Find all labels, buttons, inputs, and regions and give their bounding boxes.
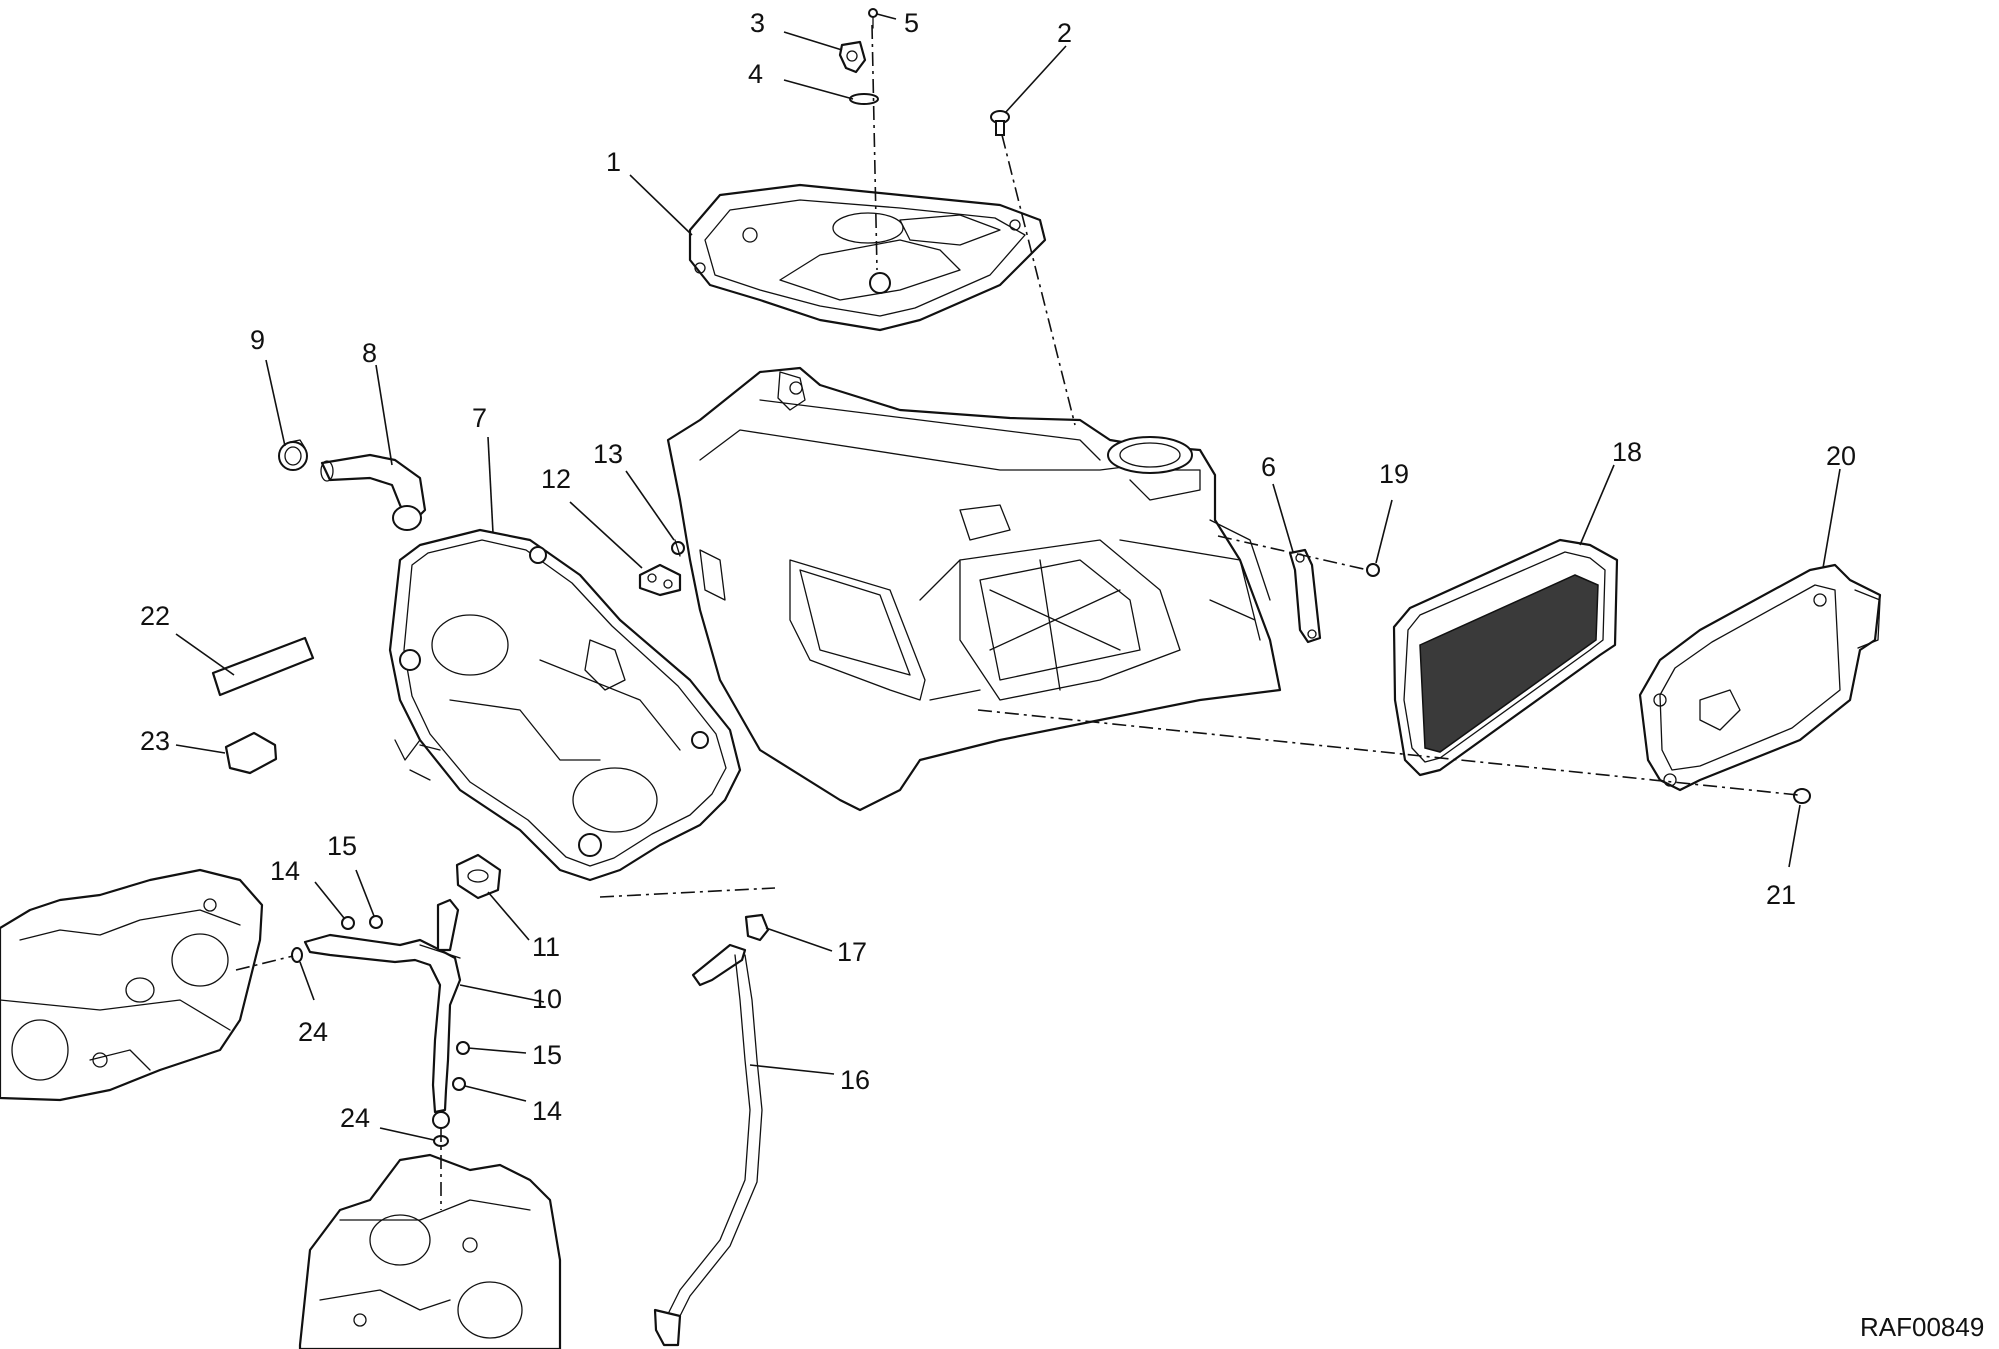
part-15-screw-lower (456, 1041, 470, 1055)
callout-23: 23 (140, 726, 170, 756)
callout-24-lower: 24 (340, 1103, 370, 1133)
callout-21: 21 (1766, 880, 1796, 910)
part-21-screw (1793, 788, 1811, 804)
part-16-drain-hose (653, 943, 763, 1347)
part-15-screw-upper (369, 915, 383, 929)
part-10-breather-pipe (303, 898, 462, 1129)
callout-3: 3 (750, 8, 765, 38)
assembly-centerlines (235, 24, 1799, 1210)
cylinder-head-left (0, 868, 264, 1102)
part-9-clamp (278, 439, 308, 471)
callout-8: 8 (362, 338, 377, 368)
part-20-filter-cover (1638, 563, 1882, 792)
callout-17: 17 (837, 937, 867, 967)
part-11-grommet (455, 853, 502, 900)
callout-14-lower: 14 (532, 1096, 562, 1126)
part-22-pad (211, 636, 315, 697)
callout-5: 5 (904, 8, 919, 38)
part-12-grommet (638, 563, 682, 597)
callout-15-upper: 15 (327, 831, 357, 861)
part-24-o-ring-left (291, 947, 303, 963)
callout-6: 6 (1261, 452, 1276, 482)
callout-16: 16 (840, 1065, 870, 1095)
callout-19: 19 (1379, 459, 1409, 489)
part-14-screw-lower (452, 1077, 466, 1091)
part-14-screw-upper (341, 916, 355, 930)
drawing-code: RAF00849 (1860, 1312, 1984, 1342)
part-8-breather-hose (320, 453, 427, 531)
callout-11: 11 (532, 932, 560, 962)
callout-24-left: 24 (298, 1017, 328, 1047)
callout-20: 20 (1826, 441, 1856, 471)
part-7-lower-housing (388, 528, 742, 882)
callout-2: 2 (1057, 18, 1072, 48)
callout-15-lower: 15 (532, 1040, 562, 1070)
part-1-airbox-cover (688, 183, 1047, 332)
part-23-pad (224, 731, 278, 775)
leader-lines (175, 13, 1841, 1141)
callout-9: 9 (250, 325, 265, 355)
part-5-screw (868, 8, 878, 29)
part-19-screw (1366, 563, 1380, 577)
part-6-bracket (1288, 548, 1322, 644)
part-18-air-filter (1392, 538, 1619, 777)
part-2-screw (990, 110, 1010, 136)
callout-18: 18 (1612, 437, 1642, 467)
callout-13: 13 (593, 439, 623, 469)
part-3-fitting (838, 40, 867, 74)
airbox-body (666, 366, 1282, 812)
part-13-screw (671, 539, 685, 557)
cylinder-head-lower (298, 1153, 562, 1349)
callout-14-upper: 14 (270, 856, 300, 886)
callout-1: 1 (606, 147, 621, 177)
callout-10: 10 (532, 984, 562, 1014)
part-17-clamp (744, 913, 770, 942)
callout-22: 22 (140, 601, 170, 631)
callout-4: 4 (748, 59, 763, 89)
callout-labels: 1 2 3 4 5 6 7 8 9 10 11 12 13 14 15 15 1… (140, 8, 1856, 1133)
callout-7: 7 (472, 403, 487, 433)
callout-12: 12 (541, 464, 571, 494)
